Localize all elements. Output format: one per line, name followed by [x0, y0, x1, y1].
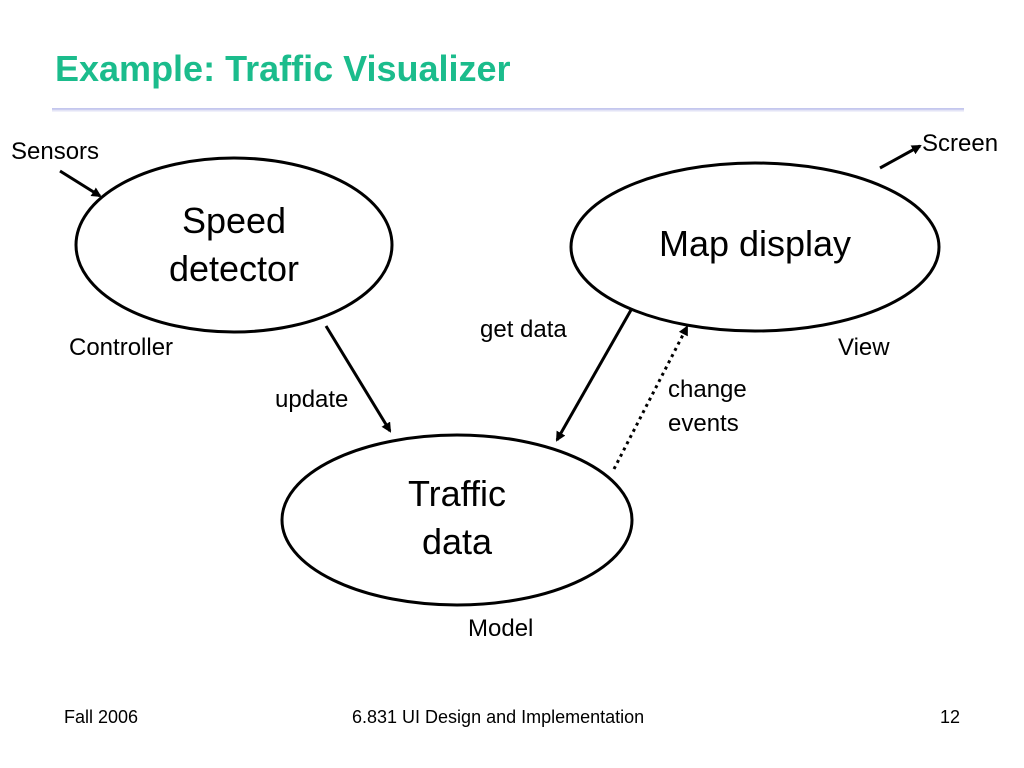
traffic-data-node: [280, 433, 634, 607]
map-display-label: Map display: [658, 223, 852, 264]
footer-term: Fall 2006: [64, 707, 139, 727]
view-label: View: [838, 334, 890, 361]
change-events-label: change events: [668, 376, 747, 437]
map-display-node: [569, 161, 941, 333]
controller-label: Controller: [69, 334, 174, 361]
slide-title: Example: Traffic Visualizer: [55, 48, 511, 89]
sensors-arrow: [59, 169, 102, 198]
traffic-data-label: Traffic data: [407, 473, 506, 562]
speed-detector-label: Speed detector: [168, 200, 300, 289]
change-events-arrow: [612, 325, 689, 470]
get-data-arrow: [555, 309, 633, 442]
update-arrow: [324, 325, 392, 433]
update-label: update: [275, 386, 349, 413]
get-data-label: get data: [480, 316, 567, 343]
footer-course: 6.831 UI Design and Implementation: [352, 707, 645, 727]
speed-detector-node: [74, 156, 394, 334]
screen-arrow: [879, 144, 922, 170]
model-label: Model: [468, 615, 534, 642]
footer-page-number: 12: [940, 707, 961, 727]
title-divider: [52, 108, 964, 112]
sensors-label: Sensors: [11, 138, 100, 165]
screen-label: Screen: [922, 130, 999, 157]
